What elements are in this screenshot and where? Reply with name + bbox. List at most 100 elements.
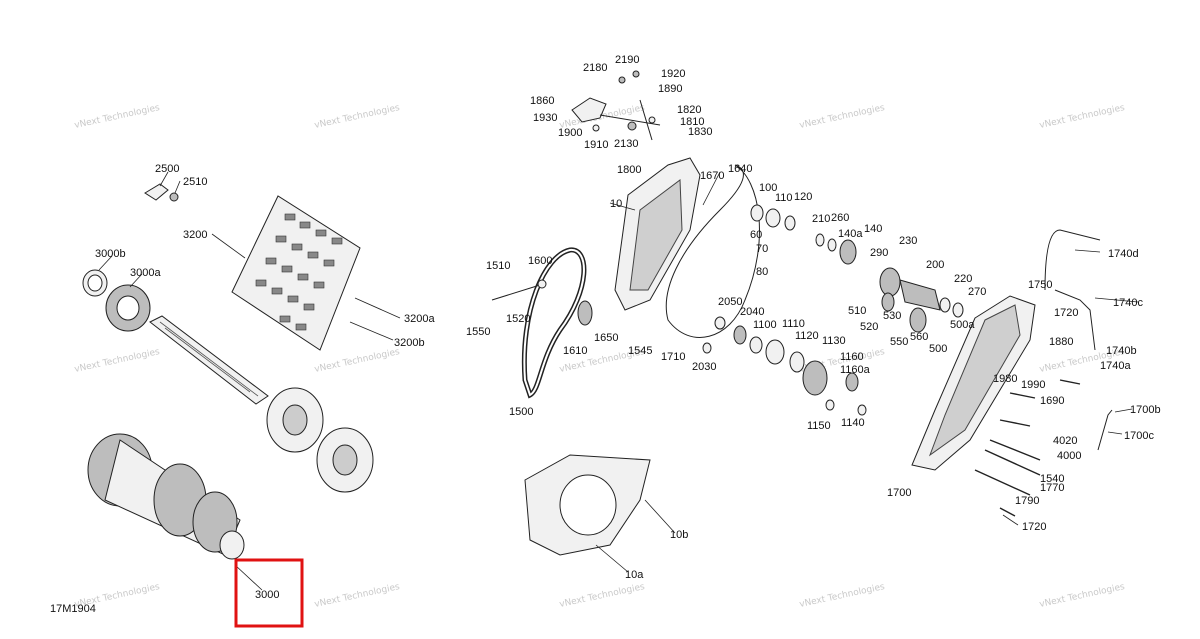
part-label-60[interactable]: 60: [750, 229, 762, 241]
part-label-1770[interactable]: 1770: [1040, 482, 1064, 494]
part-label-1100[interactable]: 1100: [753, 319, 777, 331]
part-label-1800[interactable]: 1800: [617, 164, 641, 176]
part-label-1690[interactable]: 1690: [1040, 395, 1064, 407]
part-label-1860[interactable]: 1860: [530, 95, 554, 107]
part-label-1830[interactable]: 1830: [688, 126, 712, 138]
part-label-120[interactable]: 120: [794, 191, 812, 203]
part-label-3000b[interactable]: 3000b: [95, 248, 126, 260]
part-label-1880[interactable]: 1880: [1049, 336, 1073, 348]
drive-shaft[interactable]: [149, 315, 269, 405]
part-label-10[interactable]: 10: [610, 198, 622, 210]
shift-linkage-assembly[interactable]: [571, 70, 661, 141]
part-label-2190[interactable]: 2190: [615, 54, 639, 66]
part-label-210[interactable]: 210: [812, 213, 830, 225]
part-label-1910[interactable]: 1910: [584, 139, 608, 151]
part-label-1500[interactable]: 1500: [509, 406, 533, 418]
part-label-550[interactable]: 550: [890, 336, 908, 348]
part-label-1900[interactable]: 1900: [558, 127, 582, 139]
part-label-560[interactable]: 560: [910, 331, 928, 343]
nut-2510[interactable]: [169, 192, 179, 202]
part-label-1740c[interactable]: 1740c: [1113, 297, 1143, 309]
part-label-4020[interactable]: 4020: [1053, 435, 1077, 447]
part-label-260[interactable]: 260: [831, 212, 849, 224]
part-label-1700[interactable]: 1700: [887, 487, 911, 499]
part-label-2500[interactable]: 2500: [155, 163, 179, 175]
part-label-4000[interactable]: 4000: [1057, 450, 1081, 462]
part-label-1790[interactable]: 1790: [1015, 495, 1039, 507]
part-label-2040[interactable]: 2040: [740, 306, 764, 318]
tensioner-1600[interactable]: [537, 279, 547, 289]
lower-shaft-gears[interactable]: [702, 316, 867, 416]
part-label-290[interactable]: 290: [870, 247, 888, 259]
part-label-1740d[interactable]: 1740d: [1108, 248, 1139, 260]
part-label-3200a[interactable]: 3200a: [404, 313, 435, 325]
slider-plate-3200[interactable]: [231, 195, 361, 351]
part-label-500[interactable]: 500: [929, 343, 947, 355]
part-label-520[interactable]: 520: [860, 321, 878, 333]
part-label-1920[interactable]: 1920: [661, 68, 685, 80]
part-label-1670[interactable]: 1670: [700, 170, 724, 182]
part-label-3000[interactable]: 3000: [255, 589, 279, 601]
part-label-1720[interactable]: 1720: [1054, 307, 1078, 319]
part-label-1160a[interactable]: 1160a: [840, 364, 871, 376]
part-label-1980[interactable]: 1980: [993, 373, 1017, 385]
part-label-3200b[interactable]: 3200b: [394, 337, 425, 349]
part-label-110[interactable]: 110: [775, 192, 793, 204]
clip-2500[interactable]: [144, 183, 169, 201]
gear-shaft-200[interactable]: [899, 279, 941, 311]
part-label-530[interactable]: 530: [883, 310, 901, 322]
sprocket-lower[interactable]: [316, 427, 374, 493]
tube-1740d[interactable]: [1044, 229, 1101, 291]
part-label-230[interactable]: 230: [899, 235, 917, 247]
part-label-80[interactable]: 80: [756, 266, 768, 278]
part-label-1720[interactable]: 1720: [1022, 521, 1046, 533]
part-label-140[interactable]: 140: [864, 223, 882, 235]
part-label-1650[interactable]: 1650: [594, 332, 618, 344]
part-label-2510[interactable]: 2510: [183, 176, 207, 188]
part-label-220[interactable]: 220: [954, 273, 972, 285]
part-label-1990[interactable]: 1990: [1021, 379, 1045, 391]
sprocket-upper[interactable]: [266, 387, 324, 453]
drive-axle-assembly-3000[interactable]: [87, 433, 245, 560]
part-label-1140[interactable]: 1140: [841, 417, 865, 429]
part-label-270[interactable]: 270: [968, 286, 986, 298]
part-label-1810[interactable]: 1810: [680, 116, 704, 128]
tensioner-rod-1520[interactable]: [491, 284, 541, 301]
gasket-1710[interactable]: [665, 164, 760, 338]
part-label-2130[interactable]: 2130: [614, 138, 638, 150]
part-label-3000a[interactable]: 3000a: [130, 267, 161, 279]
part-label-1545[interactable]: 1545: [628, 345, 652, 357]
part-label-1160[interactable]: 1160: [840, 351, 864, 363]
part-label-2030[interactable]: 2030: [692, 361, 716, 373]
part-label-2180[interactable]: 2180: [583, 62, 607, 74]
part-label-1540[interactable]: 1540: [1040, 473, 1064, 485]
part-label-1610[interactable]: 1610: [563, 345, 587, 357]
part-label-1120[interactable]: 1120: [795, 330, 819, 342]
part-label-1750[interactable]: 1750: [1028, 279, 1052, 291]
part-label-1150[interactable]: 1150: [807, 420, 831, 432]
part-label-1700b[interactable]: 1700b: [1130, 404, 1161, 416]
part-label-510[interactable]: 510: [848, 305, 866, 317]
part-label-1600[interactable]: 1600: [528, 255, 552, 267]
part-label-1130[interactable]: 1130: [822, 335, 846, 347]
part-label-1740b[interactable]: 1740b: [1106, 345, 1137, 357]
part-label-1640[interactable]: 1640: [728, 163, 752, 175]
part-label-1110[interactable]: 1110: [782, 318, 805, 330]
upper-shaft-bearings[interactable]: [750, 204, 901, 297]
part-label-10a[interactable]: 10a: [625, 569, 644, 581]
part-label-1550[interactable]: 1550: [466, 326, 490, 338]
part-label-200[interactable]: 200: [926, 259, 944, 271]
part-label-1820[interactable]: 1820: [677, 104, 701, 116]
part-label-1710[interactable]: 1710: [661, 351, 685, 363]
drive-chain-1500[interactable]: [521, 247, 587, 399]
sprocket-1610[interactable]: [577, 300, 593, 326]
reverse-gear-set[interactable]: [881, 292, 964, 333]
part-label-10b[interactable]: 10b: [670, 529, 688, 541]
part-label-2050[interactable]: 2050: [718, 296, 742, 308]
part-label-140a[interactable]: 140a: [838, 228, 863, 240]
part-label-100[interactable]: 100: [759, 182, 777, 194]
tube-1700c[interactable]: [1097, 409, 1113, 451]
tube-1740c[interactable]: [1054, 289, 1096, 351]
part-label-1510[interactable]: 1510: [486, 260, 510, 272]
part-label-1930[interactable]: 1930: [533, 112, 557, 124]
